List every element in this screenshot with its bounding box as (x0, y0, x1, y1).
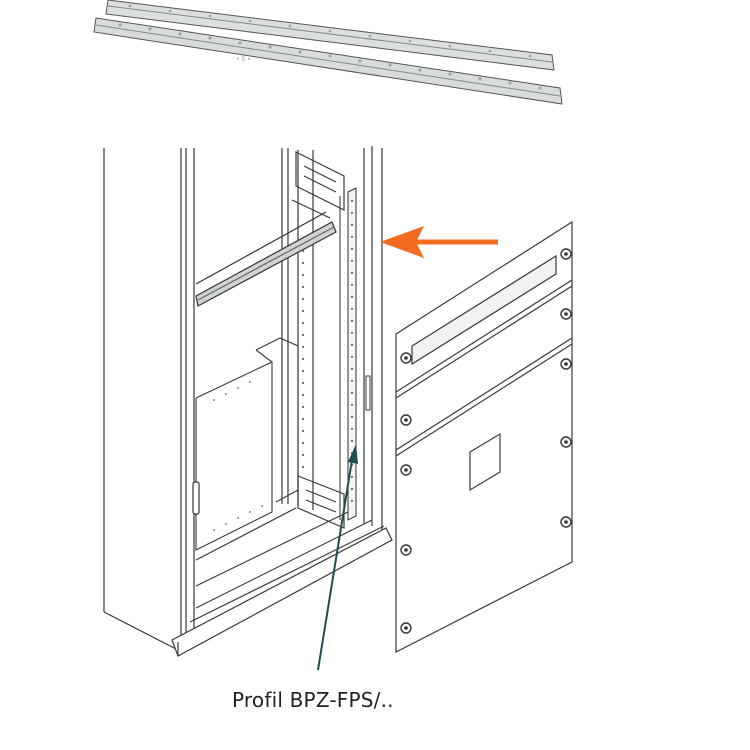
mounting-rail-lower (93, 17, 563, 105)
front-cover-panels (395, 220, 573, 653)
arrow-left-icon (380, 226, 498, 258)
side-latch (365, 375, 371, 411)
inner-mounting-plate (195, 337, 299, 551)
door-handle (192, 481, 200, 515)
mounting-rail-upper (105, 0, 555, 71)
leader-line (317, 444, 358, 671)
rail-mark: • 5 • (236, 56, 251, 63)
profile-caption: Profil BPZ-FPS/.. (232, 688, 394, 712)
cabinet-frame (103, 146, 393, 657)
installed-rail (195, 211, 337, 307)
vertical-profile-bpz-fps (302, 187, 357, 521)
